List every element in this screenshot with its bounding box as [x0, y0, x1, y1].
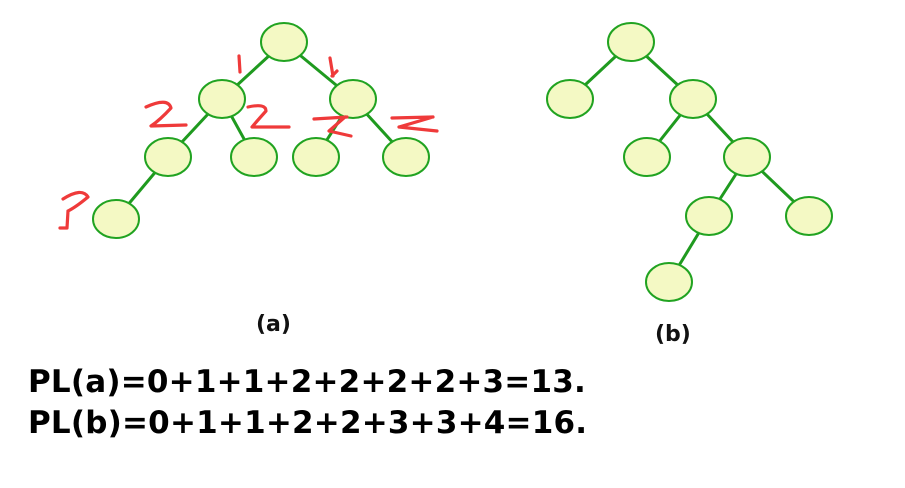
tree-b-node-l1	[546, 79, 594, 119]
tree-a-node-l2	[144, 137, 192, 177]
annotation-1-left	[237, 54, 242, 74]
annotation-3	[58, 190, 90, 230]
caption-tree-a: (a)	[256, 312, 291, 337]
annotation-2-b	[246, 104, 291, 129]
tree-a-node-m3	[292, 137, 340, 177]
tree-a-edges	[114, 40, 408, 220]
tree-a-node-l1	[198, 79, 246, 119]
tree-a-node-r2	[382, 137, 430, 177]
tree-b-node-l4	[645, 262, 693, 302]
tree-b-nodes	[546, 22, 833, 302]
annotation-2-c	[312, 115, 353, 138]
tree-b-edges	[568, 40, 811, 283]
tree-b-node-r1	[669, 79, 717, 119]
tree-a-node-r1	[329, 79, 377, 119]
handwritten-depth-annotations	[58, 54, 439, 230]
annotation-2-a	[144, 100, 188, 128]
tree-a-nodes	[92, 22, 430, 239]
annotation-1-right	[328, 56, 339, 78]
path-length-formula-b: PL(b)=0+1+1+2+2+3+3+4=16.	[28, 405, 588, 441]
tree-b-node-r2	[723, 137, 771, 177]
annotation-2-d	[390, 115, 439, 133]
tree-b-node-r	[607, 22, 655, 62]
tree-a-node-m2	[230, 137, 278, 177]
caption-tree-b: (b)	[655, 322, 691, 347]
tree-a-node-l3	[92, 199, 140, 239]
path-length-formula-a: PL(a)=0+1+1+2+2+2+2+3=13.	[28, 364, 586, 400]
tree-b-node-r3	[785, 196, 833, 236]
tree-b-node-l3	[685, 196, 733, 236]
tree-b-node-l2	[623, 137, 671, 177]
tree-a-node-r	[260, 22, 308, 62]
